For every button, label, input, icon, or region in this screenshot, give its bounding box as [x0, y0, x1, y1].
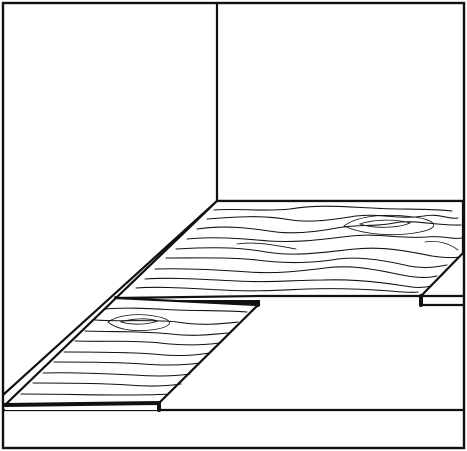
wood-plank-front	[2, 296, 261, 412]
side-wall-floor-line	[1, 199, 219, 397]
wood-plank-back	[113, 199, 465, 307]
